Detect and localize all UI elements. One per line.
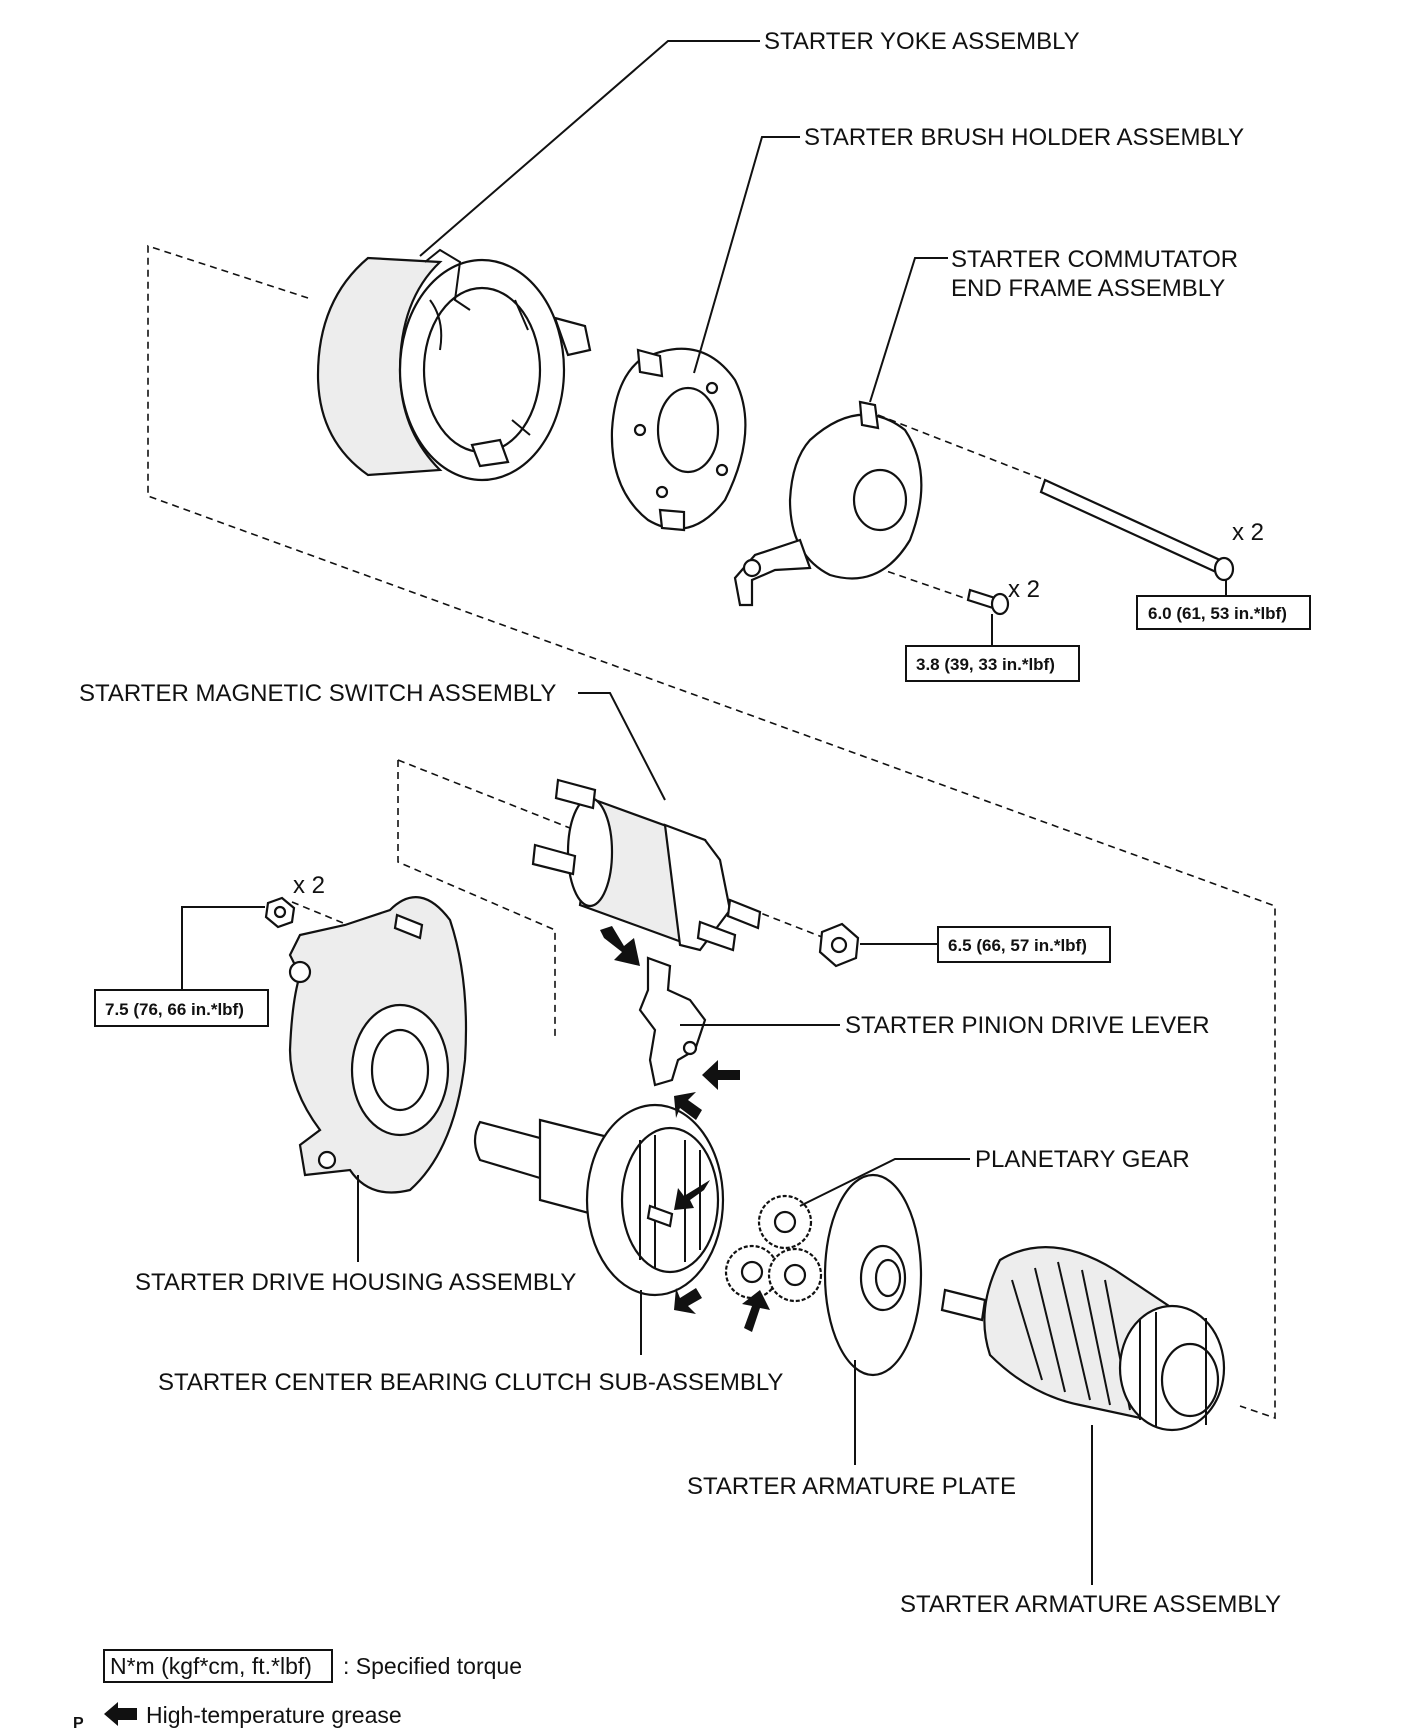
torque-box-through-bolt: 6.0 (61, 53 in.*lbf) — [1136, 595, 1311, 630]
qty-end-frame-screw: x 2 — [1008, 576, 1040, 603]
yoke-assembly-drawing — [316, 248, 592, 482]
magnetic-switch-drawing — [531, 778, 762, 952]
label-yoke-assembly: STARTER YOKE ASSEMBLY — [764, 28, 1080, 55]
label-armature-assembly: STARTER ARMATURE ASSEMBLY — [900, 1591, 1281, 1618]
end-frame-screw-drawing — [966, 588, 1010, 616]
grease-legend-arrow-icon — [104, 1702, 137, 1726]
grease-arrow-icon — [674, 1180, 710, 1210]
drive-housing-drawing — [288, 896, 468, 1194]
through-bolt-drawing — [1039, 478, 1235, 582]
legend-torque-units: N*m (kgf*cm, ft.*lbf) — [110, 1653, 312, 1679]
grease-arrow-icon — [674, 1092, 702, 1120]
torque-box-switch-nut: 6.5 (66, 57 in.*lbf) — [937, 926, 1111, 963]
label-planetary-gear: PLANETARY GEAR — [975, 1146, 1190, 1173]
torque-value-end-frame-screw: 3.8 (39, 33 in.*lbf) — [916, 655, 1055, 674]
grease-arrow-icon — [674, 1288, 702, 1314]
housing-nut-drawing — [264, 896, 296, 929]
quantity-markers: x 2 x 2 x 2 — [293, 519, 1264, 899]
qty-housing-nut: x 2 — [293, 872, 325, 899]
switch-nut-drawing — [818, 922, 860, 968]
label-commutator-line1: STARTER COMMUTATOR — [951, 246, 1238, 273]
brush-holder-drawing — [610, 347, 747, 532]
center-bearing-clutch-drawing — [473, 1103, 725, 1297]
qty-through-bolt: x 2 — [1232, 519, 1264, 546]
label-commutator-line2: END FRAME ASSEMBLY — [951, 275, 1225, 302]
grease-arrow-icon — [742, 1290, 770, 1332]
torque-box-end-frame-screw: 3.8 (39, 33 in.*lbf) — [905, 645, 1080, 682]
label-pinion-drive-lever: STARTER PINION DRIVE LEVER — [845, 1012, 1210, 1039]
legend-grease-desc: High-temperature grease — [146, 1702, 402, 1728]
legend: N*m (kgf*cm, ft.*lbf) : Specified torque… — [73, 1649, 522, 1732]
torque-box-housing-nut: 7.5 (76, 66 in.*lbf) — [94, 989, 269, 1027]
armature-plate-drawing — [823, 1173, 923, 1377]
label-armature-plate: STARTER ARMATURE PLATE — [687, 1473, 1016, 1500]
grease-arrow-icon — [702, 1060, 740, 1090]
label-center-bearing-clutch: STARTER CENTER BEARING CLUTCH SUB-ASSEMB… — [158, 1369, 783, 1396]
torque-value-through-bolt: 6.0 (61, 53 in.*lbf) — [1148, 604, 1287, 623]
torque-value-housing-nut: 7.5 (76, 66 in.*lbf) — [105, 1000, 244, 1019]
label-brush-holder: STARTER BRUSH HOLDER ASSEMBLY — [804, 124, 1244, 151]
commutator-end-frame-drawing — [733, 400, 923, 607]
pinion-drive-lever-drawing — [638, 956, 707, 1087]
armature-assembly-drawing — [940, 1246, 1226, 1432]
part-labels: STARTER YOKE ASSEMBLY STARTER BRUSH HOLD… — [79, 28, 1281, 1618]
torque-value-switch-nut: 6.5 (66, 57 in.*lbf) — [948, 936, 1087, 955]
grease-arrow-icon — [600, 926, 640, 966]
page-code: P — [73, 1715, 84, 1732]
label-magnetic-switch: STARTER MAGNETIC SWITCH ASSEMBLY — [79, 680, 556, 707]
legend-torque-box — [103, 1649, 333, 1683]
label-drive-housing: STARTER DRIVE HOUSING ASSEMBLY — [135, 1269, 576, 1296]
planetary-gears-drawing — [724, 1194, 823, 1303]
grease-arrows — [600, 926, 770, 1332]
legend-torque-desc: : Specified torque — [343, 1653, 522, 1679]
leader-lines — [181, 40, 1227, 1585]
